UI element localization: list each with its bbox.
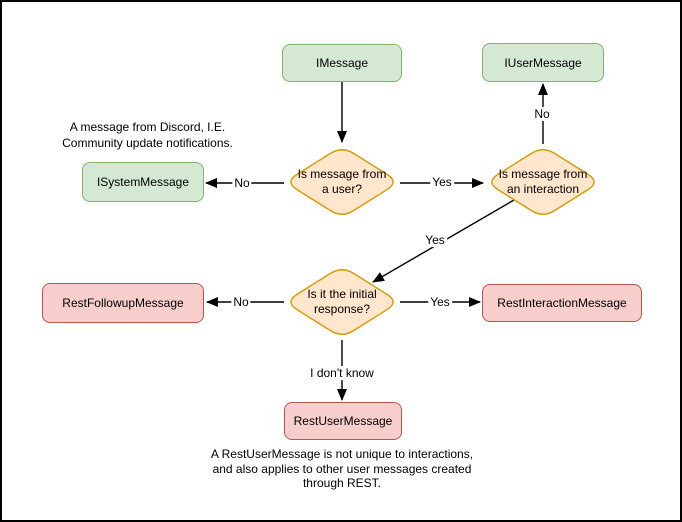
decision-is-initial-response: Is it the initial response? bbox=[284, 265, 400, 339]
edge-label-initial-response-unknown: I don't know bbox=[308, 366, 376, 380]
decision-label: Is message from an interaction bbox=[498, 167, 588, 196]
edge-label-initial-response-no: No bbox=[231, 295, 251, 309]
decision-label: Is message from a user? bbox=[297, 167, 387, 196]
node-restinteractionmessage: RestInteractionMessage bbox=[482, 284, 642, 322]
note-rest-user-message: A RestUserMessage is not unique to inter… bbox=[210, 447, 474, 490]
edge-label-initial-response-yes: Yes bbox=[428, 295, 452, 309]
node-iusermessage: IUserMessage bbox=[482, 43, 604, 82]
diamond-shape bbox=[491, 149, 595, 215]
node-imessage: IMessage bbox=[282, 44, 402, 82]
diamond-shape bbox=[290, 149, 394, 215]
edge-label-from-user-no: No bbox=[232, 176, 252, 190]
note-system-message: A message from Discord, I.E. Community u… bbox=[62, 120, 233, 150]
decision-label: Is it the initial response? bbox=[307, 287, 377, 316]
decision-is-from-user: Is message from a user? bbox=[284, 145, 400, 219]
diamond-shape bbox=[290, 269, 394, 335]
edge-label-from-interaction-no: No bbox=[532, 107, 552, 121]
node-restfollowupmessage: RestFollowupMessage bbox=[42, 283, 204, 323]
node-isystemmessage: ISystemMessage bbox=[82, 162, 204, 202]
node-restusermessage: RestUserMessage bbox=[284, 402, 402, 440]
edge-label-from-interaction-yes: Yes bbox=[423, 233, 447, 247]
decision-is-from-interaction: Is message from an interaction bbox=[485, 145, 601, 219]
edge-label-from-user-yes: Yes bbox=[430, 175, 454, 189]
